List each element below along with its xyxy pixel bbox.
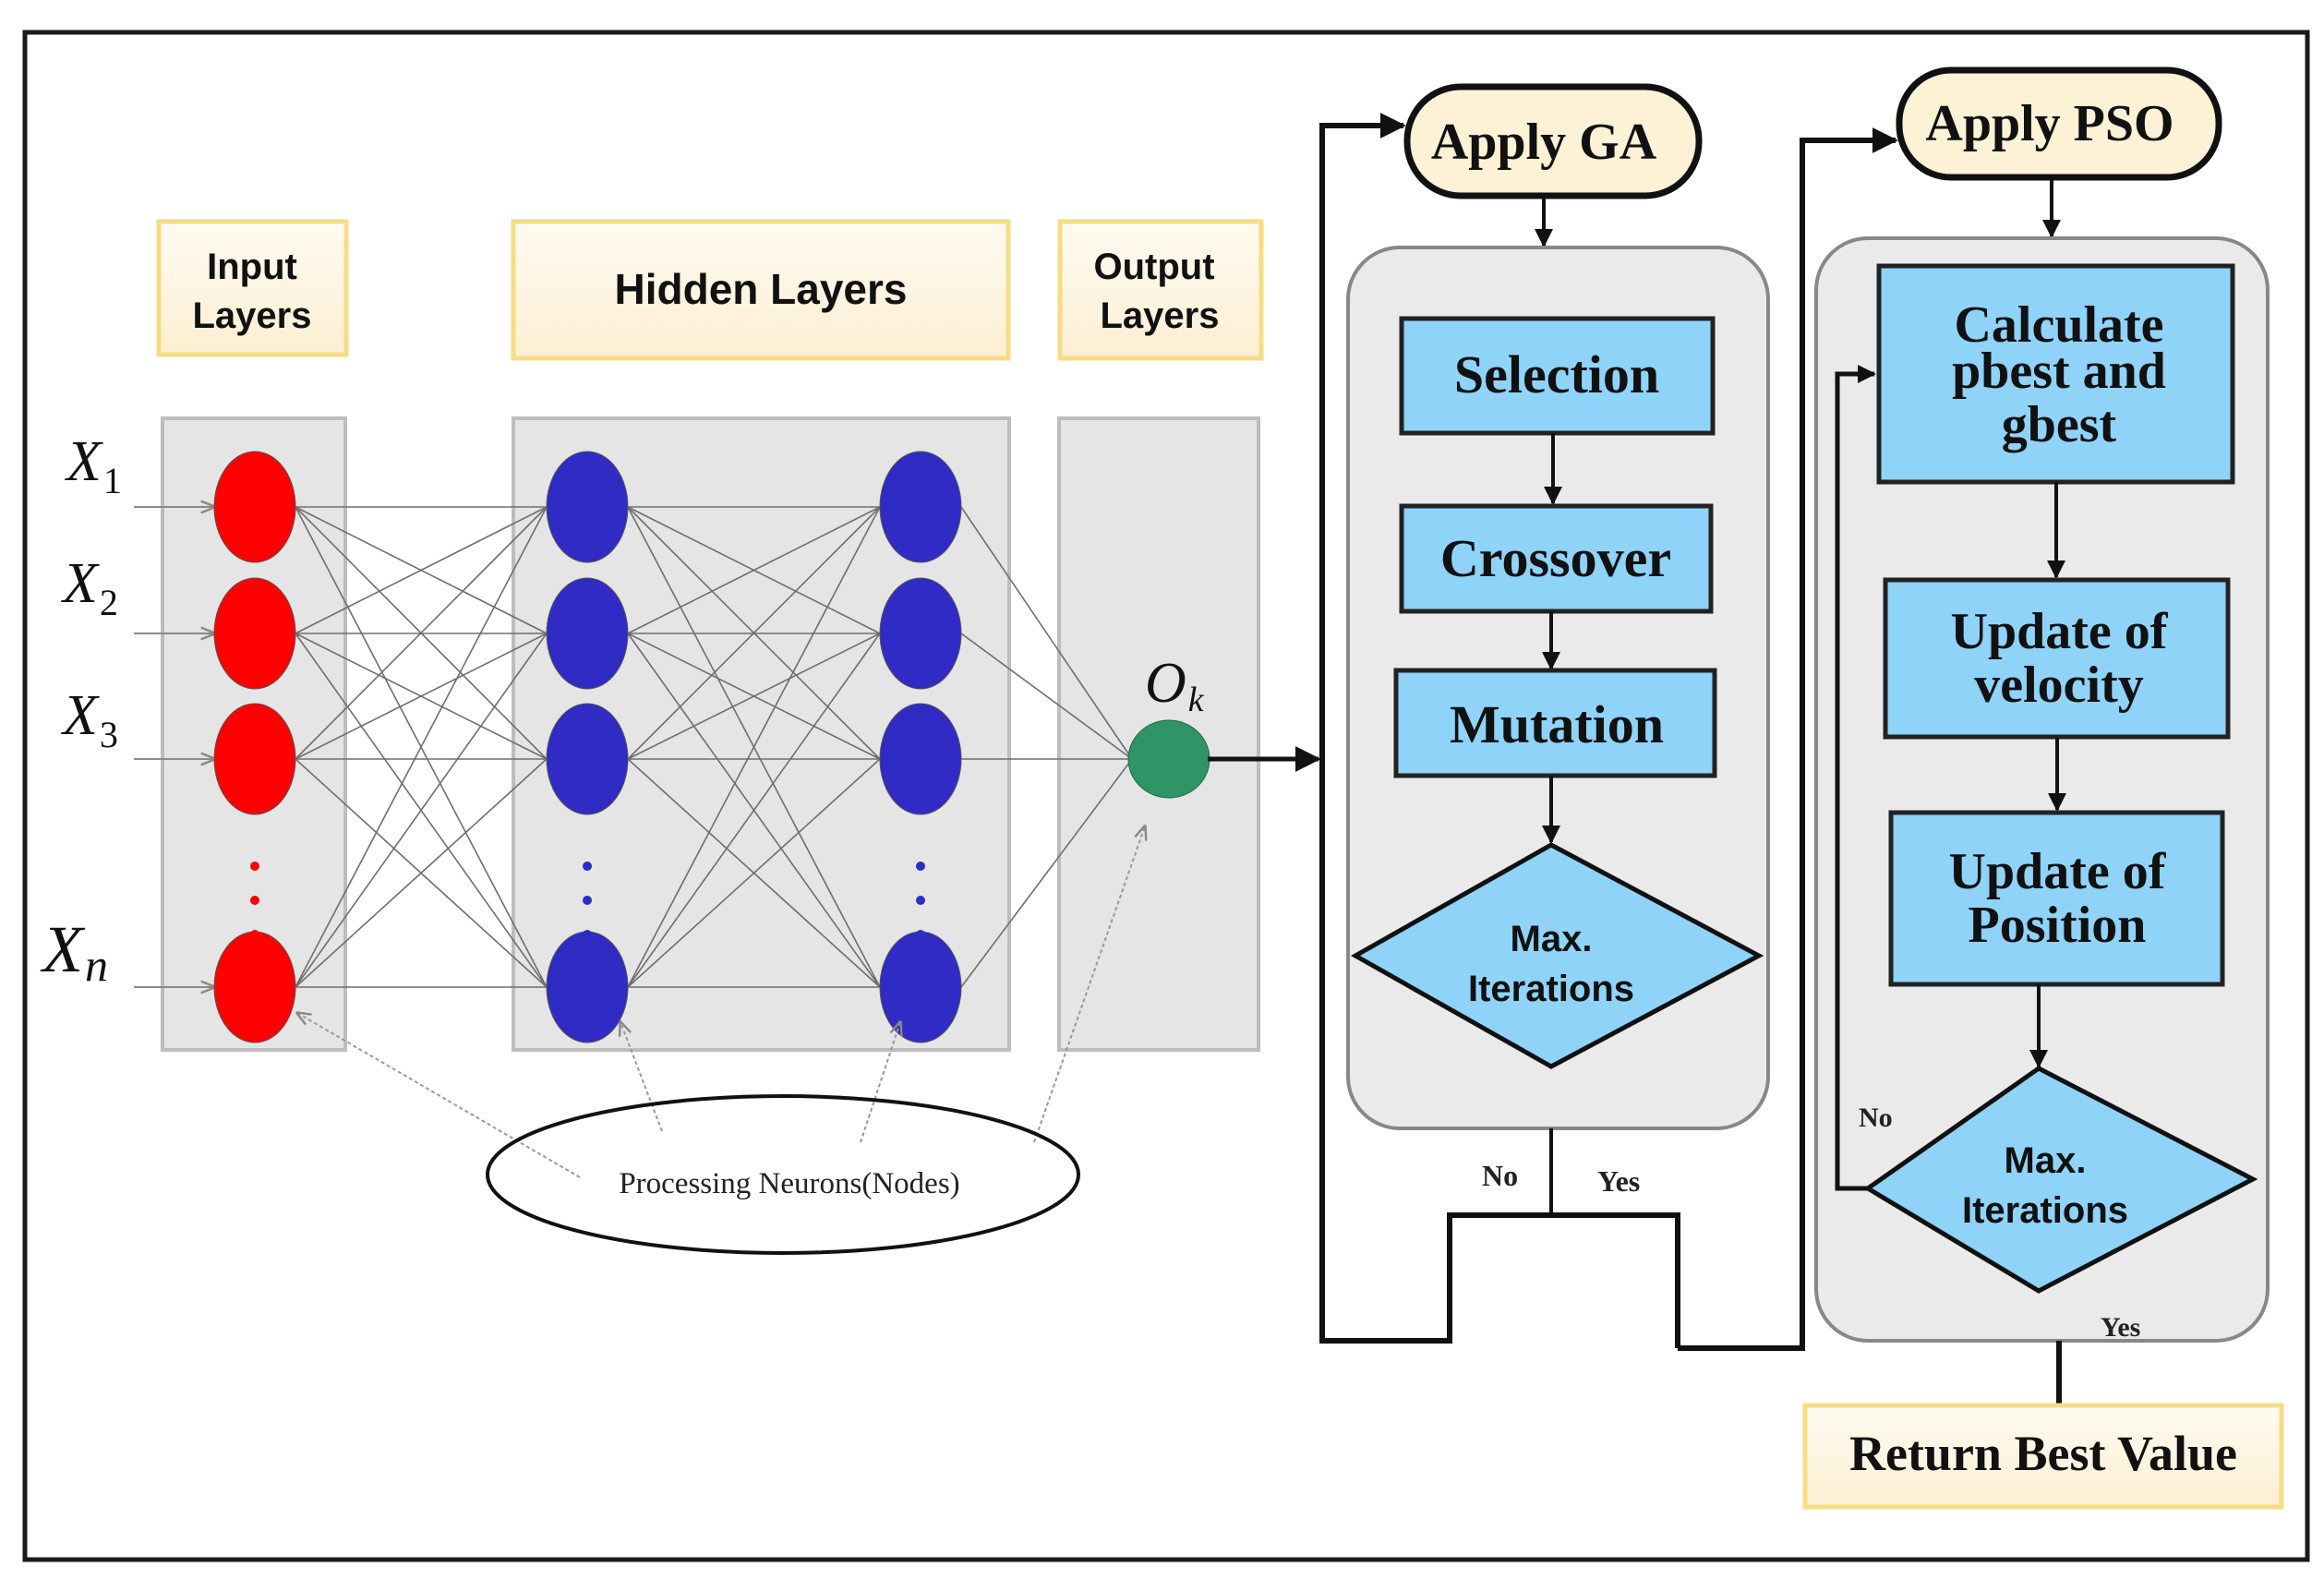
ga-yes-label: Yes [1597, 1164, 1640, 1198]
hidden-1-neuron-1 [546, 577, 629, 690]
crossover-label: Crossover [1440, 528, 1671, 588]
connection-hidden-1-3-to-hidden-2-0 [627, 506, 881, 988]
hidden-1-ellipsis-dot-0 [583, 862, 592, 871]
hidden-2-neuron-3 [879, 931, 962, 1043]
output-header-line-2: Layers [1101, 295, 1220, 336]
hidden-1-neuron-3 [546, 931, 629, 1043]
input-ellipsis-dot-1 [250, 896, 259, 905]
hidden-layers-header: Hidden Layers [511, 219, 1011, 361]
connection-input-1-to-hidden-1-0 [295, 506, 548, 634]
pso-step-update-position: Update of Position [1888, 810, 2225, 987]
hidden-header-label: Hidden Layers [615, 265, 908, 313]
ga-branch-bar [1447, 1212, 1680, 1348]
connection-hidden-2-1-to-output [960, 633, 1133, 760]
calc-line-2: pbest and [1952, 343, 2166, 400]
apply-pso-label: Apply PSO [1925, 95, 2173, 152]
input-header-line-1: Input [207, 247, 297, 287]
ga-step-crossover: Crossover [1399, 503, 1714, 614]
outer-frame [22, 30, 2310, 1562]
output-header-line-1: Output [1093, 247, 1214, 287]
neurons [213, 451, 1210, 1043]
position-line-2: Position [1969, 897, 2147, 954]
hidden-2-neuron-1 [879, 577, 962, 690]
ga-step-selection: Selection [1399, 316, 1716, 436]
pso-decision-line-2: Iterations [1962, 1190, 2128, 1231]
input-label-xn: Xn [40, 912, 108, 991]
processing-neurons-annotation: Processing Neurons(Nodes) [297, 826, 1145, 1255]
calc-line-3: gbest [2002, 396, 2117, 453]
connection-input-3-to-hidden-1-0 [295, 506, 548, 988]
ga-step-mutation: Mutation [1393, 668, 1717, 778]
pso-loop-line [1835, 365, 1876, 1191]
ga-no-label: No [1482, 1159, 1518, 1192]
connection-hidden-1-2-to-hidden-2-0 [627, 506, 881, 760]
ga-flow: Apply GA Selection Crossover Mutation Ma… [1319, 83, 1770, 1348]
input-label-x3: X3 [60, 684, 118, 755]
annotation-text: Processing Neurons(Nodes) [619, 1167, 959, 1200]
apply-ga-label: Apply GA [1431, 114, 1657, 171]
hidden-2-ellipsis-dot-0 [916, 862, 925, 871]
return-best-value-label: Return Best Value [1849, 1426, 2237, 1481]
pso-container [1814, 236, 2270, 1343]
return-best-value-box: Return Best Value [1802, 1403, 2284, 1510]
input-ellipsis-dot-0 [250, 862, 259, 871]
input-labels: X1 X2 X3 Xn [40, 430, 122, 991]
input-neuron-1 [213, 577, 296, 690]
pso-yes-label: Yes [2101, 1312, 2140, 1343]
connection-hidden-1-3-to-hidden-2-1 [627, 633, 881, 988]
pso-flow: Apply PSO Calculate pbest and gbest Upda… [1802, 66, 2284, 1510]
output-label-ok: Ok [1145, 652, 1205, 719]
connection-hidden-1-2-to-hidden-2-1 [627, 633, 881, 760]
hidden-1-ellipsis-dot-2 [583, 930, 592, 939]
input-arrows [134, 507, 214, 987]
connection-input-2-to-hidden-1-1 [295, 633, 548, 760]
calc-line-1: Calculate [1954, 296, 2163, 354]
input-header-line-2: Layers [193, 295, 312, 336]
hidden-2-ellipsis-dot-1 [916, 896, 925, 905]
pso-decision-max-iterations: Max. Iterations [1863, 1066, 2258, 1294]
input-layers-header: Input Layers [156, 219, 349, 357]
hidden-1-ellipsis-dot-1 [583, 896, 592, 905]
pso-step-calculate-best: Calculate pbest and gbest [1876, 263, 2235, 485]
hidden-2-ellipsis-dot-2 [916, 930, 925, 939]
connection-input-2-to-hidden-1-0 [295, 506, 548, 760]
hidden-2-neuron-2 [879, 703, 962, 815]
input-neuron-2 [213, 703, 296, 815]
apply-ga-terminal: Apply GA [1403, 83, 1703, 199]
connection-input-3-to-hidden-1-1 [295, 633, 548, 988]
pso-step-update-velocity: Update of velocity [1883, 577, 2231, 740]
velocity-line-2: velocity [1974, 657, 2143, 714]
ga-yes-to-pso-line [1678, 127, 1898, 1351]
position-line-1: Update of [1949, 843, 2167, 900]
output-neuron [1127, 719, 1210, 799]
connection-hidden-1-3-to-hidden-2-2 [627, 758, 881, 988]
output-layers-header: Output Layers [1057, 219, 1264, 361]
hidden-1-neuron-0 [546, 451, 629, 563]
neuron-connections [295, 506, 1133, 988]
hidden-1-neuron-2 [546, 703, 629, 815]
input-neuron-0 [213, 451, 296, 563]
apply-pso-terminal: Apply PSO [1896, 66, 2222, 181]
velocity-line-1: Update of [1951, 603, 2169, 660]
hidden-2-neuron-0 [879, 451, 962, 563]
input-neuron-3 [213, 931, 296, 1043]
connection-input-3-to-hidden-1-2 [295, 758, 548, 988]
pso-no-label: No [1859, 1103, 1893, 1133]
mutation-label: Mutation [1450, 694, 1664, 754]
ga-decision-line-2: Iterations [1468, 969, 1634, 1009]
ga-decision-max-iterations: Max. Iterations [1350, 842, 1764, 1069]
input-ellipsis-dot-2 [250, 930, 259, 939]
connection-hidden-1-1-to-hidden-2-0 [627, 506, 881, 634]
connection-hidden-2-3-to-output [960, 758, 1133, 988]
input-label-x1: X1 [64, 430, 122, 501]
ga-decision-line-1: Max. [1511, 919, 1593, 959]
selection-label: Selection [1454, 344, 1659, 404]
connection-hidden-2-0-to-output [960, 506, 1133, 760]
neural-network: Input Layers Hidden Layers Output Layers… [40, 219, 1321, 1255]
input-label-x2: X2 [60, 552, 118, 623]
pso-decision-line-1: Max. [2005, 1140, 2087, 1181]
